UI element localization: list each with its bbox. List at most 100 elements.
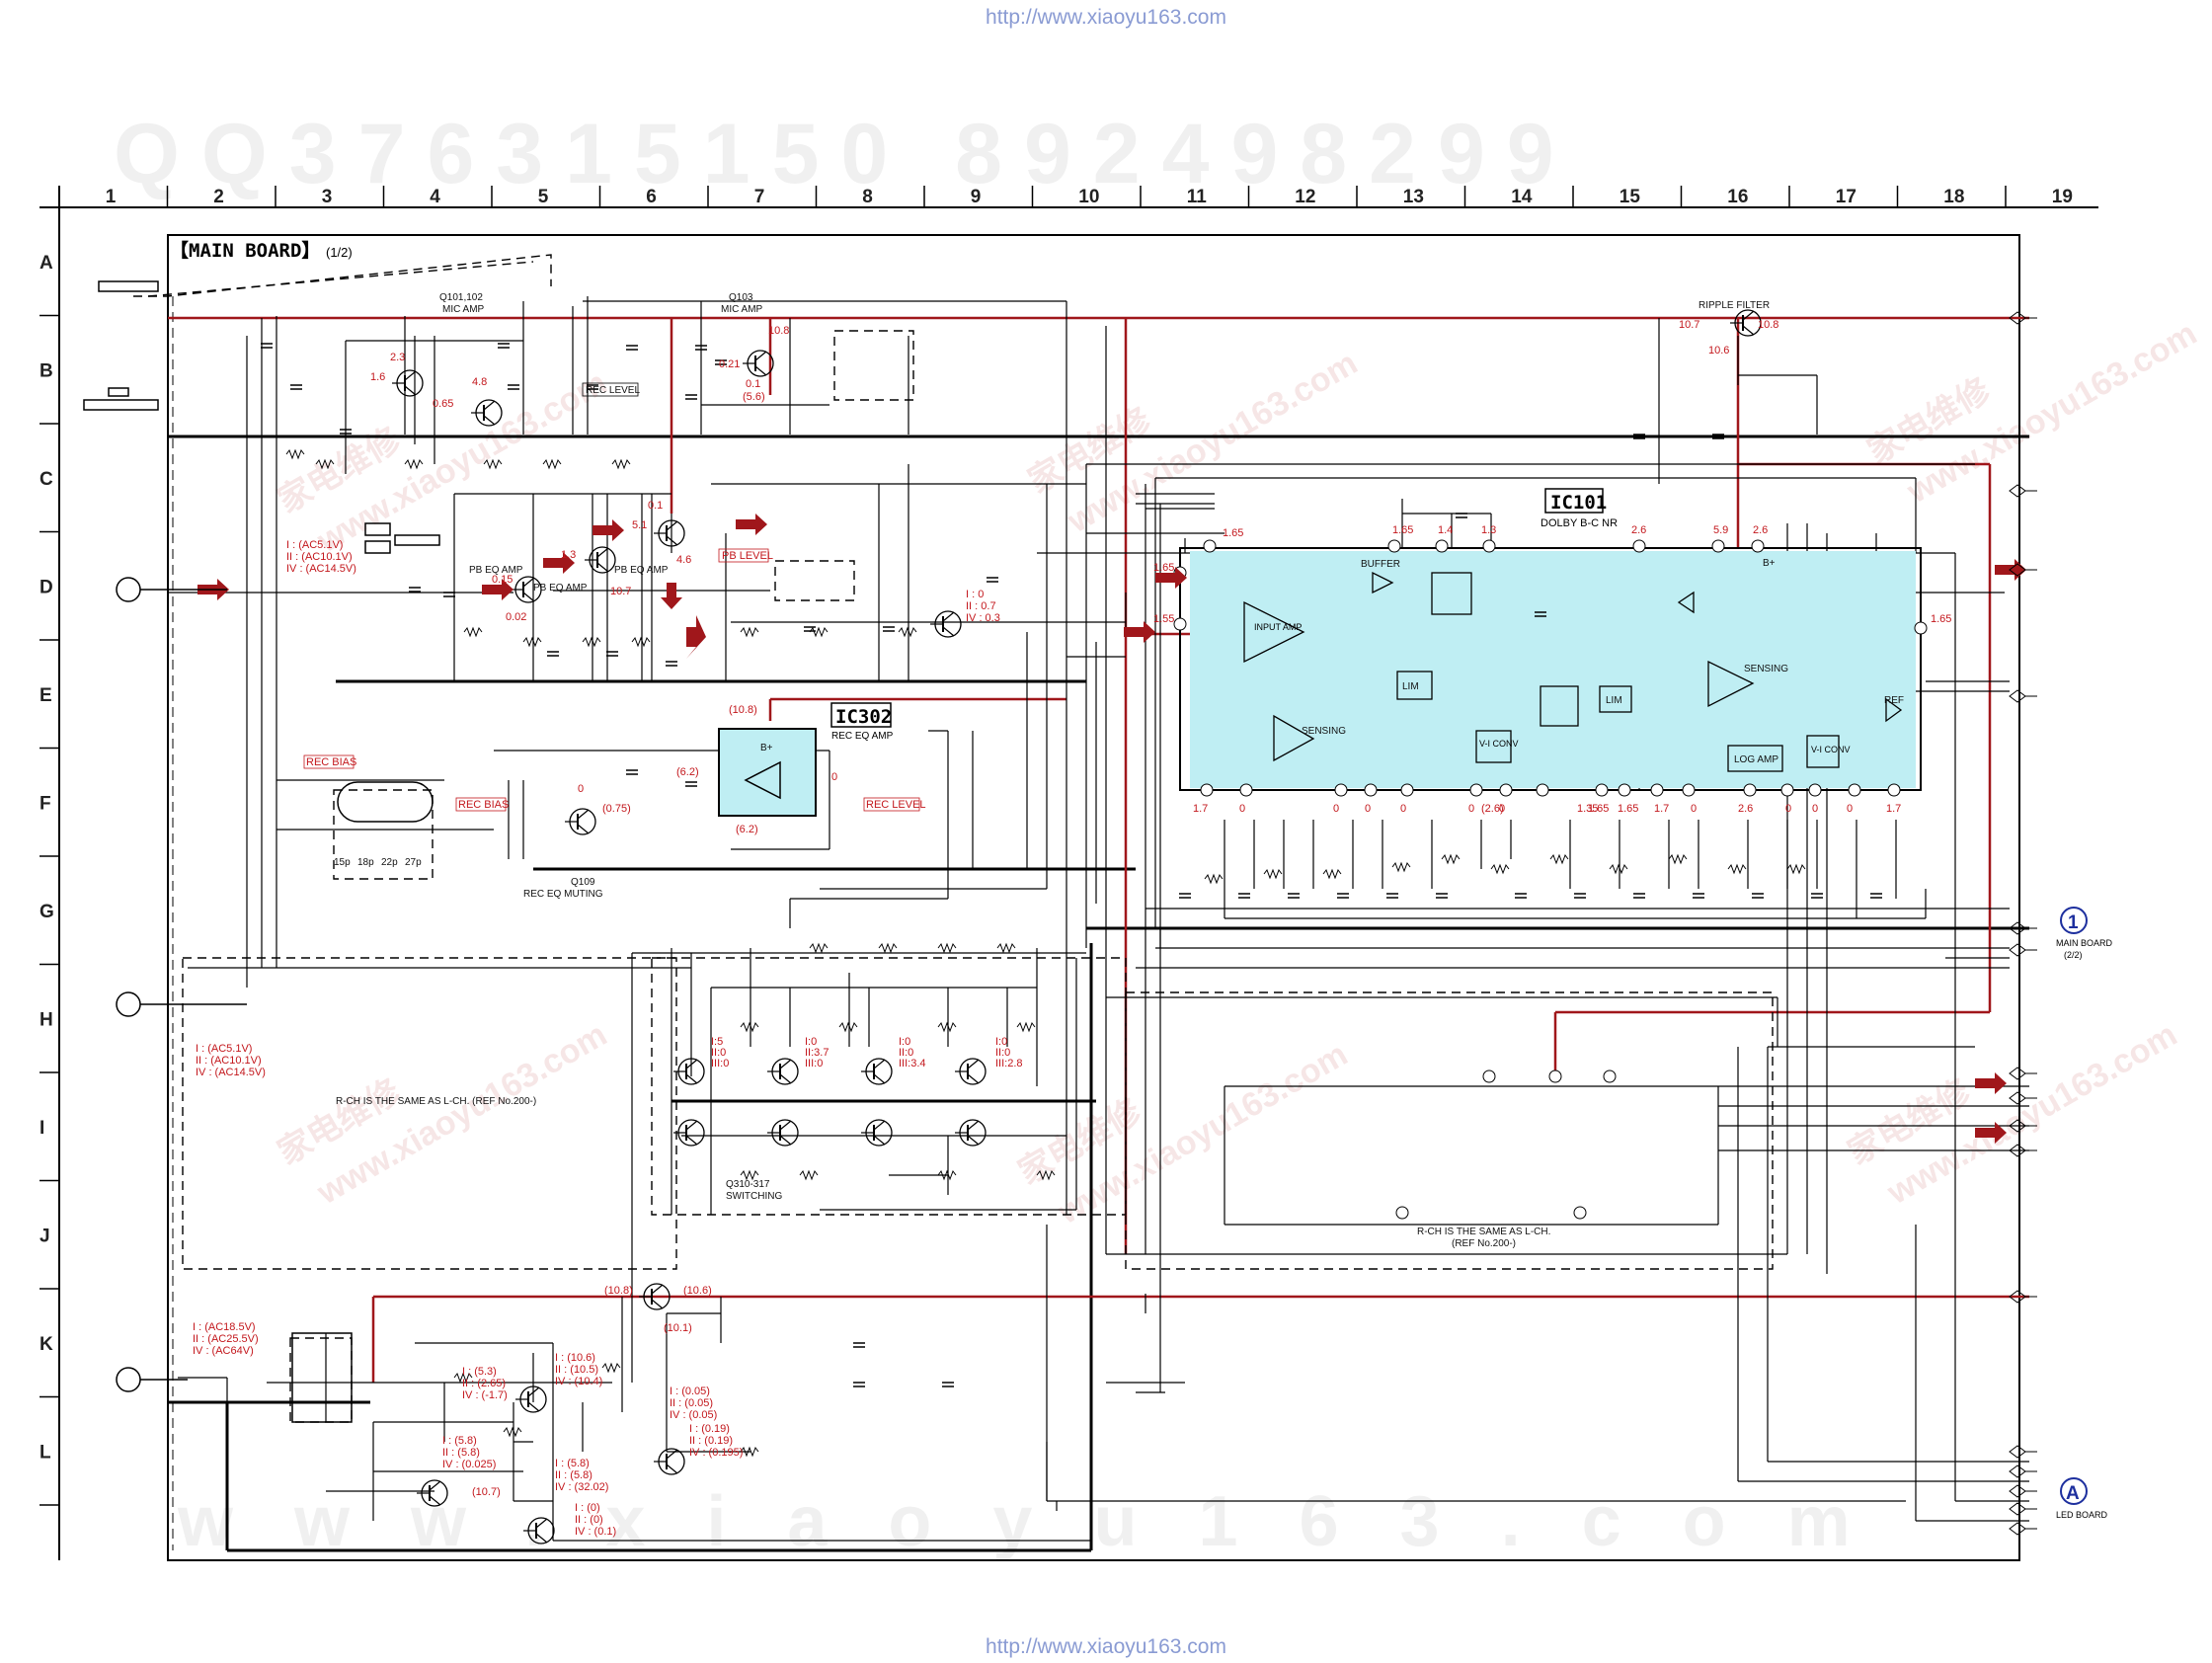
switch-0-voltage-2: III:0 (711, 1058, 729, 1069)
k-10-1: (10.1) (664, 1322, 692, 1334)
resistor-0 (285, 448, 305, 460)
transistor-11-collector (967, 1059, 980, 1069)
grid-frame (40, 186, 2098, 1560)
ic101-name: IC101 (1550, 492, 1607, 514)
ic101-bottom-voltage-10: 1.65 (1618, 803, 1638, 815)
ic302-outline (718, 728, 817, 817)
switch-3-voltage-1: II:0 (995, 1047, 1010, 1059)
l-10-7: (10.7) (472, 1486, 501, 1498)
connector-a-circle (2060, 1477, 2088, 1505)
v-0-1b: 0.1 (648, 500, 663, 512)
rec-bias2-label: REC BIAS (458, 799, 509, 811)
transistor-20-collector (429, 1480, 441, 1491)
k-ii-ac25: II : (AC25.5V) (193, 1333, 259, 1345)
ic101-top-voltage-3: 1.65 (1392, 524, 1413, 536)
transistor-17-collector (1742, 310, 1755, 321)
row-letter-G: G (40, 902, 54, 922)
v-ii-0-7: II : 0.7 (966, 600, 996, 612)
v-10-7b: 10.7 (610, 586, 631, 597)
column-number-13: 13 (1403, 187, 1424, 207)
capacitor-22 (1288, 893, 1300, 899)
row-letter-B: B (40, 360, 53, 381)
column-number-3: 3 (322, 187, 333, 207)
rch-note-left: R-CH IS THE SAME AS L-CH. (REF No.200-) (336, 1096, 536, 1107)
capacitor-19 (685, 781, 697, 787)
capacitor-0 (261, 343, 273, 349)
ic101-top-pin-2 (1435, 539, 1449, 553)
resistor-27 (996, 942, 1016, 954)
v-1-6: 1.6 (370, 371, 385, 383)
passive-parts (261, 343, 1882, 1458)
ic101-bottom-pin-1 (1239, 783, 1253, 797)
transistor-18-collector (527, 1386, 540, 1397)
v-6-2b: (6.2) (736, 824, 758, 835)
board-connectors: 1 A MAIN BOARD (2/2) LED BOARD (2056, 907, 2113, 1520)
ic101-top-voltage-9: 1.65 (1931, 613, 1951, 625)
ic101-side-pin-1 (1173, 617, 1187, 631)
column-number-4: 4 (430, 187, 440, 207)
pb-eq-amp-label: PB EQ AMP (469, 565, 523, 576)
resistor-5 (611, 458, 631, 470)
ic101-bottom-pin-6 (1499, 783, 1513, 797)
transistor-13-emitter (779, 1135, 792, 1146)
ic101-bottom-voltage-17: 1.7 (1886, 803, 1901, 815)
resistor-36 (453, 1372, 473, 1384)
capacitor-13 (606, 651, 618, 657)
sensing-label: SENSING (1302, 726, 1346, 737)
capacitor-10 (409, 587, 421, 593)
transistor-7 (565, 808, 596, 835)
transistor-16-collector (651, 1284, 664, 1295)
l-i-5-8: I : (5.8) (442, 1435, 477, 1447)
transistor-1 (471, 399, 503, 427)
ic101-bottom-pin-15 (1848, 783, 1861, 797)
capacitor-11 (443, 592, 455, 597)
k-iv-ac64: IV : (AC64V) (193, 1345, 254, 1357)
ic101-bottom-voltage-9: 1.65 (1588, 803, 1609, 815)
resistor-3 (483, 458, 503, 470)
ic302-desc: REC EQ AMP (831, 731, 894, 742)
ic101-top-voltage-1: 1.65 (1153, 562, 1174, 574)
q310-label: Q310-317 (726, 1179, 770, 1190)
right-connector-15 (2009, 1522, 2026, 1536)
k-i-ac18: I : (AC18.5V) (193, 1321, 256, 1333)
ic101-bottom-voltage-14: 0 (1785, 803, 1791, 815)
transistor-16 (639, 1283, 671, 1310)
ic101-bottom-pin-7 (1536, 783, 1549, 797)
resistor-35 (1036, 1169, 1056, 1181)
capacitor-14 (666, 661, 677, 667)
d-iv-ac14: IV : (AC14.5V) (286, 563, 356, 575)
capacitor-21 (1238, 893, 1250, 899)
h-ii-ac10: II : (AC10.1V) (196, 1055, 262, 1067)
switch-2-voltage-0: I:0 (899, 1036, 910, 1048)
buffer-label: BUFFER (1361, 559, 1400, 570)
v-i-0: I : 0 (966, 589, 984, 600)
column-number-11: 11 (1187, 187, 1208, 207)
k-10-8: (10.8) (604, 1285, 633, 1297)
transistor-4 (585, 546, 616, 574)
transistor-18-emitter (527, 1401, 540, 1412)
rec-level2-box (863, 797, 920, 812)
resistor-24 (809, 942, 829, 954)
header-url: http://www.xiaoyu163.com (986, 6, 1226, 29)
column-number-2: 2 (213, 187, 224, 207)
lim2-label: LIM (1606, 695, 1622, 706)
board-outline (167, 234, 2020, 1561)
resistor-25 (878, 942, 898, 954)
ic101-top-voltage-4: 1.4 (1438, 524, 1453, 536)
v-10-8b: 10.8 (1758, 319, 1778, 331)
ic101-pins (1173, 539, 1928, 1220)
column-number-10: 10 (1078, 187, 1099, 207)
capacitor-35 (1633, 434, 1645, 439)
column-number-1: 1 (106, 187, 117, 207)
ic101-bottom-pin-16 (1887, 783, 1901, 797)
resistor-16 (1391, 861, 1411, 873)
rec-level2-label: REC LEVEL (866, 799, 926, 811)
row-letter-C: C (40, 469, 53, 490)
resistor-19 (1549, 853, 1569, 865)
transistor-5 (654, 519, 685, 547)
resistor-29 (838, 1021, 858, 1033)
connector-a-letter: A (2066, 1483, 2080, 1504)
input-jacks (83, 280, 440, 1423)
row-letter-J: J (40, 1226, 50, 1246)
